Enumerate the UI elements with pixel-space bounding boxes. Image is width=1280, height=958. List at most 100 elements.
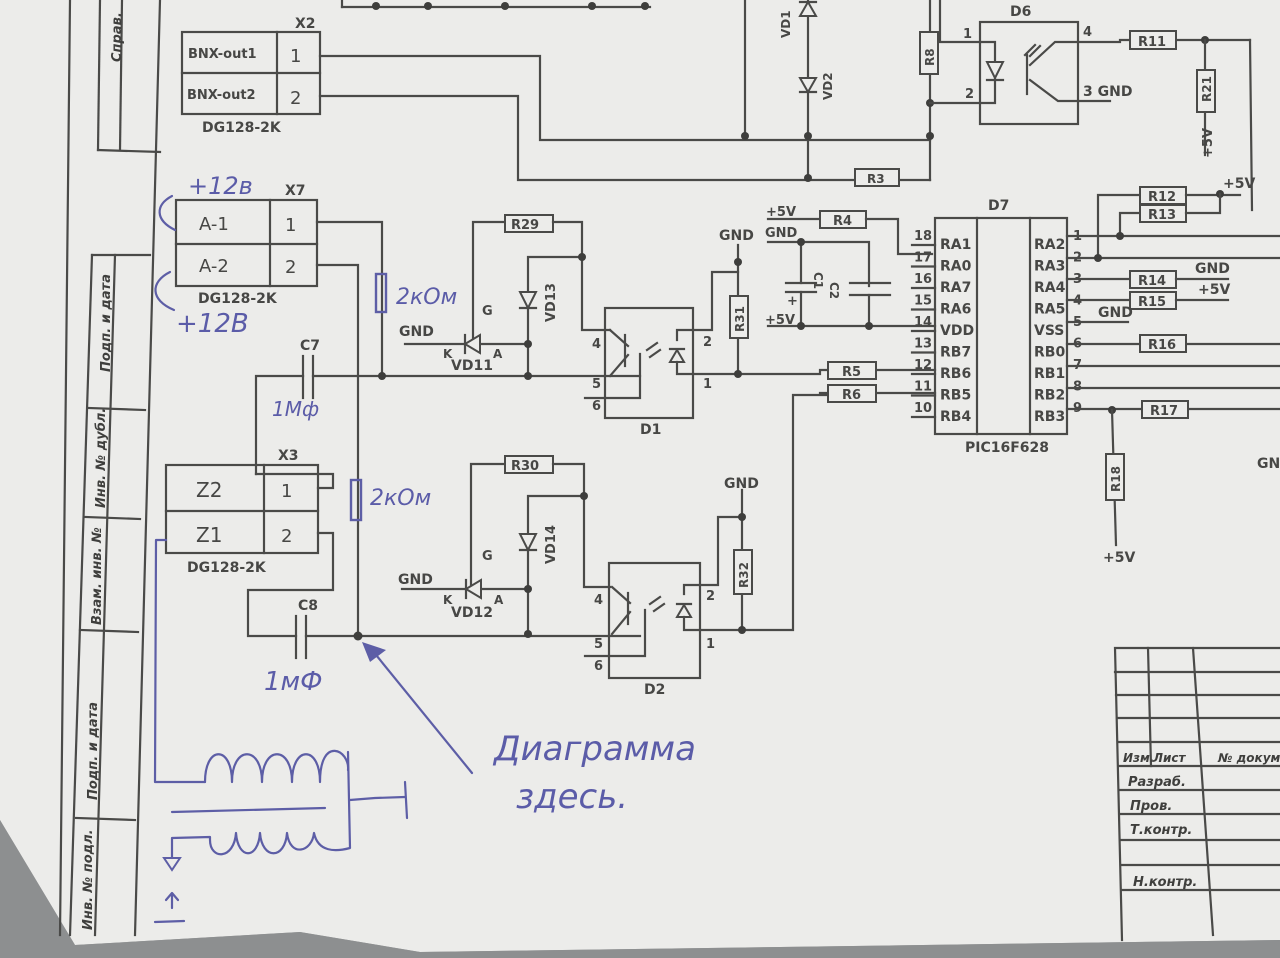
c1-plus: + [787, 294, 798, 309]
vd11-gnd: GND [399, 324, 434, 340]
mcu-pin-rb1: RB1 [1034, 366, 1065, 382]
label-r11: R11 [1138, 35, 1166, 50]
tb-list: Лист [1152, 751, 1186, 765]
mcu-pin-vss: VSS [1034, 323, 1064, 339]
mcu-pin-num-17: 17 [914, 251, 932, 266]
mcu-ref: D7 [988, 198, 1009, 214]
connector-x7: X7 A-1 1 A-2 2 DG128-2K [174, 183, 319, 307]
frame-label-sprav: Справ. [110, 12, 125, 62]
mcu-pin-rb6: RB6 [940, 366, 971, 382]
d6-pin2: 2 [965, 87, 974, 102]
supply-decoupling: +5V GND R4 C1 C2 + +5V R5 R6 [765, 205, 937, 403]
tb-ndoc: № докум. [1217, 751, 1280, 765]
hand-wire-z1 [153, 538, 207, 784]
hand-wire-tap [348, 795, 407, 802]
x7-pin1-num: 1 [285, 215, 296, 236]
mcu-pin-num-14: 14 [914, 315, 932, 330]
c1-5v: +5V [765, 313, 795, 328]
frame-label-inv-dubl: Инв. № дубл. [94, 408, 109, 508]
mcu-pin-ra4: RA4 [1034, 280, 1066, 296]
svg-text:2: 2 [706, 589, 715, 604]
x7-pin2-name: A-2 [199, 256, 229, 277]
mcu-pin-ra5: RA5 [1034, 302, 1065, 318]
svg-text:6: 6 [592, 399, 601, 414]
svg-text:4: 4 [594, 593, 603, 608]
mcu-pin-num-18: 18 [914, 229, 932, 244]
ground-arrow-icon [162, 857, 182, 872]
mcu-pin-ra2: RA2 [1034, 237, 1065, 253]
r12-5v: +5V [1223, 176, 1255, 192]
resistor-r3: R3 [854, 168, 900, 187]
mcu-pin-vdd: VDD [940, 323, 974, 339]
bracket-bottom [154, 270, 176, 312]
r14-gnd: GND [1195, 261, 1230, 277]
tb-razrab: Разраб. [1128, 775, 1186, 790]
mcu-pin-rb5: RB5 [940, 388, 971, 404]
vd12-gate: G [482, 549, 493, 564]
x2-pin1-name: BNX-out1 [188, 47, 257, 62]
label-c8: C8 [298, 598, 318, 614]
label-r15: R15 [1138, 295, 1166, 310]
mcu-pin-num-13: 13 [914, 337, 932, 352]
vd11-anode: A [493, 347, 503, 361]
note-plus12-bottom: +12В [176, 309, 249, 339]
label-r30: R30 [511, 459, 539, 474]
coil-lower [170, 750, 352, 860]
frame-label-podp-data-2: Подп. и дата [86, 702, 101, 800]
left-frame: Справ. Подп. и дата Инв. № дубл. Взам. и… [58, 0, 162, 937]
d6-pin1: 1 [963, 27, 972, 42]
connector-x3: X3 Z2 1 Z1 2 DG128-2K [164, 448, 320, 576]
d6-pin4: 4 [1083, 25, 1092, 40]
label-r16: R16 [1148, 338, 1176, 353]
x3-pin2-name: Z1 [196, 523, 222, 547]
arrow-head-icon [362, 642, 386, 662]
x7-type: DG128-2K [198, 291, 278, 307]
x3-pin1-num: 1 [281, 481, 292, 502]
vd12-gnd: GND [398, 572, 433, 588]
drawn-resistor-2 [349, 478, 363, 522]
mcu-pin-ra6: RA6 [940, 302, 971, 318]
label-c2: C2 [827, 282, 841, 299]
ground-symbol-icon [153, 891, 186, 924]
resistor-r11: R11 [1118, 30, 1254, 212]
mcu-pin-num-12: 12 [914, 358, 932, 373]
vd12-anode: A [494, 593, 504, 607]
tb-prov: Пров. [1130, 799, 1172, 814]
svg-text:4: 4 [592, 337, 601, 352]
label-r8: R8 [923, 48, 937, 66]
c1-gnd: GND [765, 226, 798, 241]
table-surface [0, 820, 1280, 958]
gnd-partial: GN [1257, 456, 1280, 472]
svg-text:5: 5 [594, 637, 603, 652]
mcu-pin-rb3: RB3 [1034, 409, 1065, 425]
tb-nkontr: Н.контр. [1133, 875, 1197, 890]
mcu-pin-num-10: 10 [914, 401, 932, 416]
title-block: Изм. Лист № докум. Разраб. Пров. Т.контр… [1113, 646, 1280, 942]
svg-text:5: 5 [592, 377, 601, 392]
d6-ref: D6 [1010, 4, 1031, 20]
mcu-pin-rb2: RB2 [1034, 388, 1065, 404]
label-c7: C7 [300, 338, 320, 354]
mcu-pin-ra7: RA7 [940, 280, 971, 296]
x7-ref: X7 [285, 183, 306, 199]
label-r5: R5 [842, 365, 861, 380]
note-diagram-line2: здесь. [516, 777, 628, 817]
channel-d2: R30 VD14 GND G K A VD12 D2 4 5 6 2 1 R [398, 393, 832, 698]
vd11-cathode: K [443, 347, 453, 361]
r21-5v: +5V [1201, 128, 1216, 158]
note-diagram-line1: Диаграмма [492, 729, 696, 769]
label-r6: R6 [842, 388, 861, 403]
note-res-2: 2кОм [370, 486, 431, 511]
label-r29: R29 [511, 218, 539, 233]
svg-text:2: 2 [703, 335, 712, 350]
mcu-pin-ra0: RA0 [940, 259, 972, 275]
x2-pin2-name: BNX-out2 [187, 88, 256, 103]
diodes-vd1-vd2: VD1 VD2 [741, 0, 835, 182]
r18-5v: +5V [1103, 550, 1135, 566]
label-r18: R18 [1109, 466, 1123, 492]
resistor-r21: R21 +5V [1196, 38, 1216, 158]
x2-ref: X2 [295, 16, 316, 32]
label-r4: R4 [833, 214, 852, 229]
